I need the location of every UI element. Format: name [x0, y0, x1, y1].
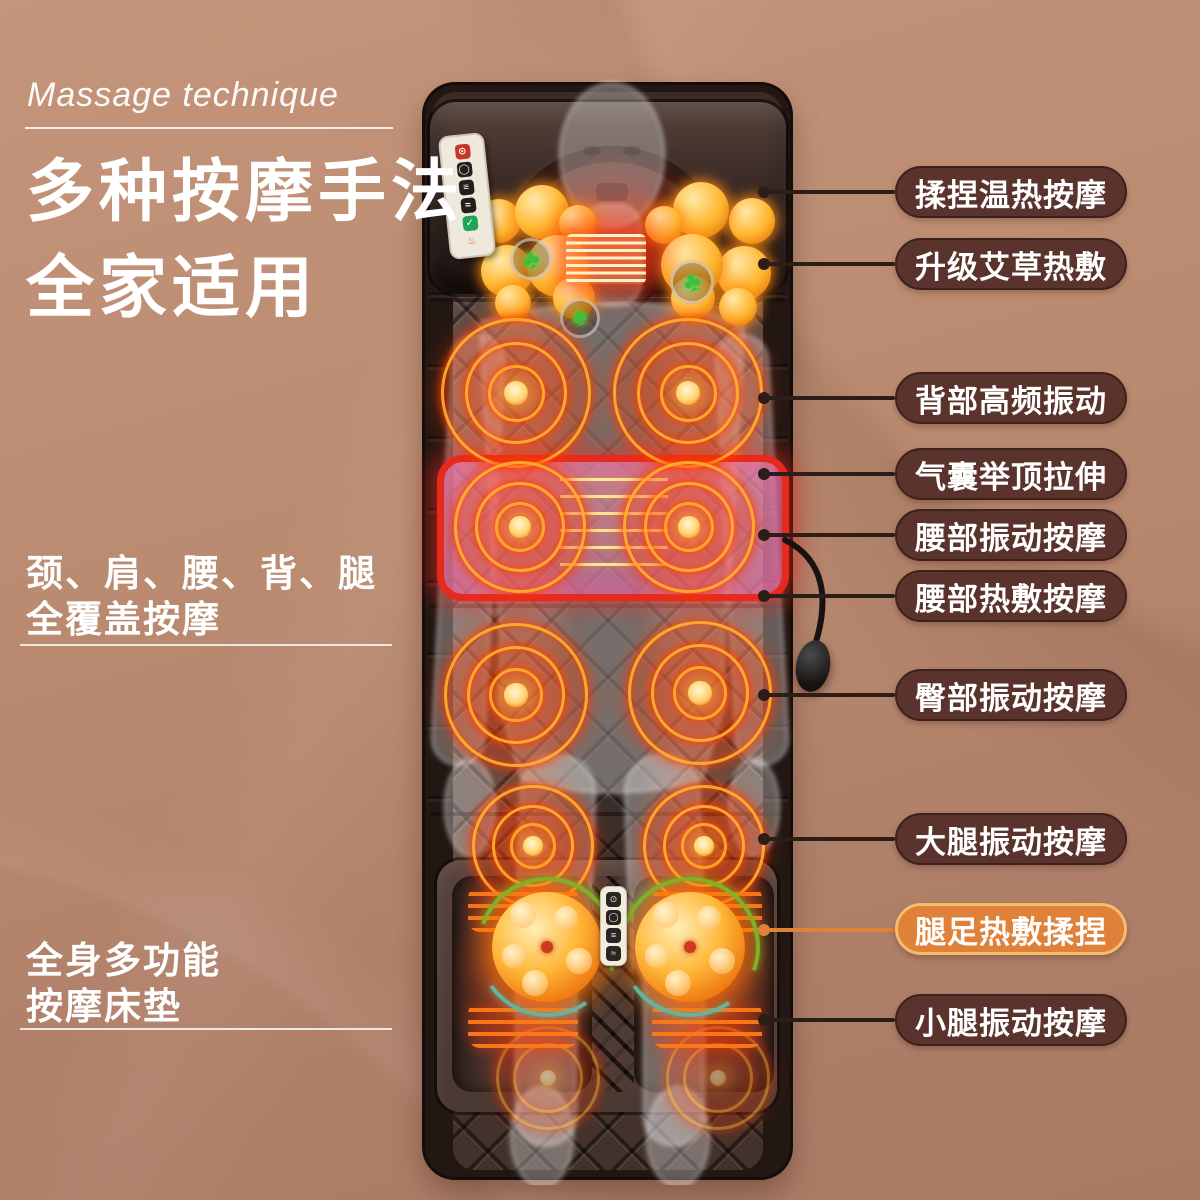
eyebrow-text: Massage technique	[27, 76, 339, 114]
remote-ok-button: ✓	[461, 214, 479, 232]
leader-dot	[758, 689, 770, 701]
hip-vibration-rings-left	[425, 604, 607, 786]
foot-mode-button: ◯	[606, 909, 621, 925]
callout-leader-line	[758, 689, 895, 701]
heating-coil	[652, 1002, 762, 1048]
back-vibration-rings-right	[593, 298, 783, 488]
neck-heating-pad	[566, 234, 646, 284]
callout-calf-vibration: 小腿振动按摩	[895, 994, 1127, 1046]
leader-dot	[758, 833, 770, 845]
wave-icon: ≈	[464, 199, 472, 211]
product-note: 全身多功能 按摩床垫	[26, 938, 221, 1030]
leader-dot	[758, 468, 770, 480]
mattress-seam	[430, 812, 785, 816]
callout-leader-line	[758, 258, 895, 270]
calf-kneading-ball-right	[596, 853, 784, 1041]
product-line-1: 全身多功能	[26, 940, 221, 981]
callout-waist-vibration: 腰部振动按摩	[895, 509, 1127, 561]
foot-intensity-button: ≡	[606, 927, 621, 943]
check-icon: ✓	[465, 216, 475, 229]
callout-leader-line	[758, 1014, 895, 1026]
leader-dot	[758, 590, 770, 602]
waist-vibration-rings-right	[605, 443, 773, 611]
leg-section-center-spine	[592, 876, 634, 1092]
leader-dot	[758, 1014, 770, 1026]
air-pump-cord	[782, 537, 826, 651]
power-icon: ⊙	[609, 893, 618, 904]
foot-power-button: ⊙	[606, 891, 621, 907]
eyebrow-underline	[25, 127, 393, 129]
callout-airbag-stretch: 气囊举顶拉伸	[895, 448, 1127, 500]
callout-back-vibration: 背部高频振动	[895, 372, 1127, 424]
coverage-underline	[20, 644, 392, 646]
product-underline	[20, 1028, 392, 1030]
back-vibration-rings-left	[421, 298, 611, 488]
callout-leader-line	[758, 529, 895, 541]
callout-waist-hot-compress: 腰部热敷按摩	[895, 570, 1127, 622]
callout-hip-vibration: 臀部振动按摩	[895, 669, 1127, 721]
leader-dot	[758, 924, 770, 936]
callout-leg-foot-kneading: 腿足热敷揉捏	[895, 903, 1127, 955]
title-line-2: 全家适用	[26, 250, 319, 326]
heating-coil	[468, 1002, 578, 1048]
leader-dot	[758, 186, 770, 198]
leader-dot	[758, 529, 770, 541]
callout-thigh-vibration: 大腿振动按摩	[895, 813, 1127, 865]
leader-dot	[758, 258, 770, 270]
foot-controller: ⊙ ◯ ≡ ≈	[600, 886, 627, 966]
heat-icon: ♨	[466, 234, 477, 247]
foot-wave-button: ≈	[606, 945, 621, 961]
callout-leader-line	[758, 392, 895, 404]
callout-leader-line-highlighted	[758, 924, 895, 936]
mode-icon: ◯	[608, 911, 619, 922]
coverage-line-2: 全覆盖按摩	[26, 599, 221, 640]
product-line-2: 按摩床垫	[26, 986, 182, 1027]
title-line-1: 多种按摩手法	[26, 154, 465, 230]
callout-leader-line	[758, 833, 895, 845]
calf-kneading-ball-left	[453, 853, 641, 1041]
intensity-icon: ≡	[610, 929, 617, 940]
leader-dot	[758, 392, 770, 404]
callout-leader-line	[758, 590, 895, 602]
callout-mugwort-hot-compress: 升级艾草热敷	[895, 238, 1127, 290]
callout-leader-line	[758, 468, 895, 480]
callout-leader-line	[758, 186, 895, 198]
callout-kneading-warm-massage: 揉捏温热按摩	[895, 166, 1127, 218]
coverage-note: 颈、肩、腰、背、腿 全覆盖按摩	[26, 551, 377, 643]
remote-heat-button: ♨	[463, 233, 479, 249]
wave-icon: ≈	[611, 947, 616, 958]
waist-vibration-rings-left	[436, 443, 604, 611]
coverage-line-1: 颈、肩、腰、背、腿	[26, 553, 377, 594]
main-title: 多种按摩手法 全家适用	[26, 144, 464, 336]
